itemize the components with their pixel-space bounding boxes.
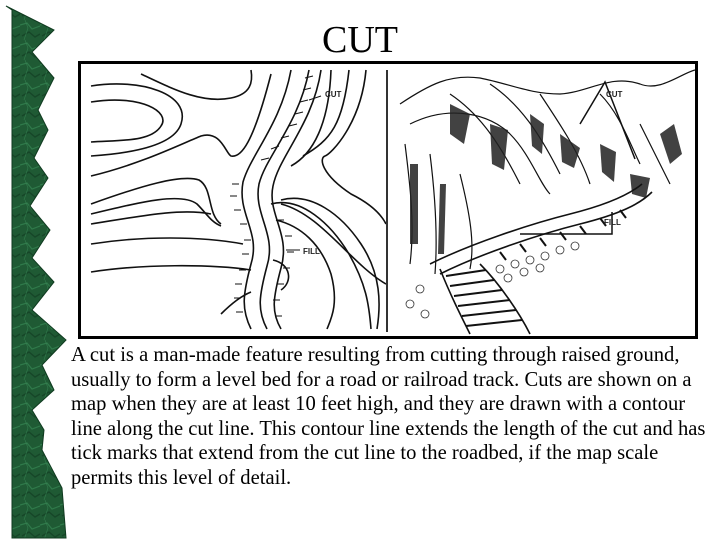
illustration-label-fill: FILL [604,218,621,227]
illustration-label-cut: CUT [606,90,623,99]
figure-frame: CUT FILL [78,61,698,339]
panel-divider [386,70,388,332]
slide-body-text: A cut is a man-made feature resulting fr… [71,344,706,489]
contour-map-illustration: CUT FILL [90,69,386,330]
map-label-cut: CUT [325,90,342,99]
map-label-fill: FILL [303,247,320,256]
decorative-zigzag-border [5,5,67,539]
slide-title: CUT [322,19,398,61]
railroad-cut-fill-illustration: CUT FILL [399,69,695,335]
